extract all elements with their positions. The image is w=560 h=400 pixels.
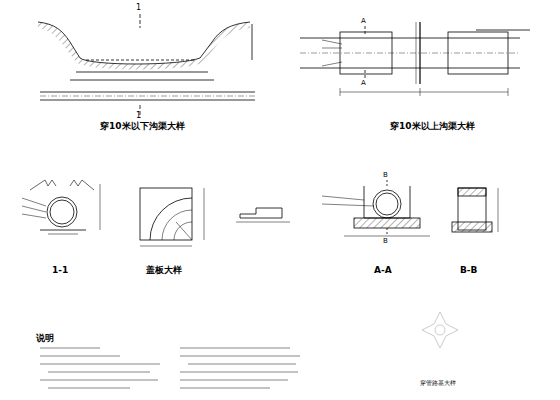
section-mark: B [383,172,388,180]
section-mark: B [383,238,388,246]
watermark-logo [422,312,458,348]
section-title: 1-1 [52,266,68,276]
section-mark: A [361,80,366,88]
detail-title: 盖板大样 [146,266,182,276]
detail-title: 穿10米以上沟渠大样 [390,122,475,132]
section-mark: 1 [136,4,141,13]
section-title: B-B [460,266,477,276]
section-title: A-A [374,266,392,276]
section-mark: A [361,18,366,26]
notes-heading: 说明 [36,334,54,344]
section-mark: 1 [136,112,141,121]
drawing-name: 穿管路基大样 [420,380,456,387]
note-lines [40,348,300,388]
detail-title: 穿10米以下沟渠大样 [100,122,185,132]
